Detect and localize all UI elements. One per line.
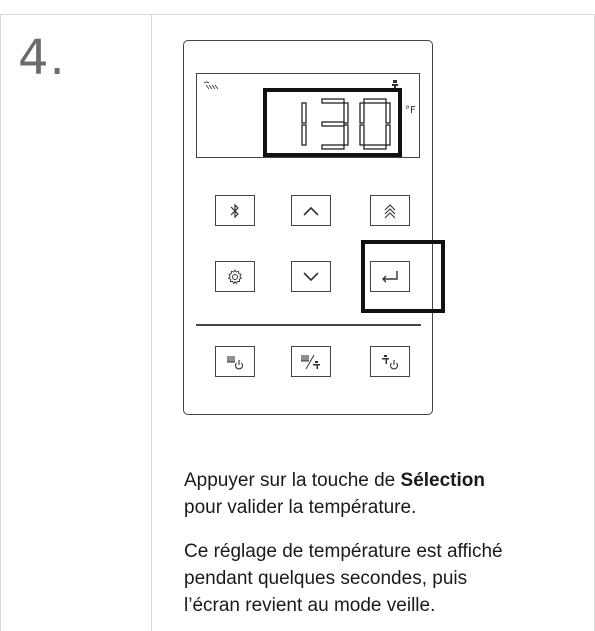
heater-power-icon	[227, 355, 244, 369]
digit-segment	[343, 124, 349, 146]
heater-power-key[interactable]	[215, 346, 255, 377]
chevron-up-icon	[303, 206, 319, 216]
selection-keyword: Sélection	[400, 470, 486, 491]
temperature-highlight	[263, 88, 402, 157]
digit-segment	[321, 144, 345, 150]
shower-power-icon	[382, 354, 399, 369]
digit-segment	[359, 102, 365, 124]
down-key[interactable]	[291, 261, 331, 292]
digit-segment	[359, 124, 365, 146]
shower-status-icon	[203, 81, 219, 90]
digit-segment	[301, 124, 307, 146]
frame-divider	[151, 14, 152, 631]
bluetooth-icon	[230, 203, 239, 218]
bluetooth-key[interactable]	[215, 195, 255, 226]
digit-segment	[321, 98, 345, 104]
digit-segment	[363, 98, 387, 104]
frame-left-border	[0, 14, 1, 631]
unit-label: °F	[405, 105, 416, 116]
up-key[interactable]	[291, 195, 331, 226]
select-key-highlight	[361, 240, 445, 313]
frame-top-border	[0, 14, 595, 15]
gear-icon	[227, 268, 243, 284]
display-screen	[196, 73, 420, 158]
note-line-3: l’écran revient au mode veille.	[184, 595, 436, 616]
digit-segment	[385, 124, 391, 146]
instruction-text: Appuyer sur la touche de Sélection	[184, 467, 589, 494]
chevron-down-icon	[303, 271, 319, 281]
digit-segment	[321, 121, 345, 127]
select-key[interactable]	[370, 261, 410, 292]
shower-power-key[interactable]	[370, 346, 410, 377]
digit-segment	[343, 102, 349, 124]
enter-icon	[382, 270, 398, 282]
boost-key[interactable]	[370, 195, 410, 226]
double-chevron-up-icon	[384, 203, 396, 218]
controller-panel: °F	[183, 40, 445, 415]
digit-segment	[301, 102, 307, 124]
keypad-separator	[196, 324, 421, 326]
digit-segment	[385, 102, 391, 124]
digit-segment	[363, 144, 387, 150]
step-number: 4.	[18, 30, 66, 86]
tap-status-icon	[392, 80, 398, 90]
note-line-1: Ce réglage de température est affiché	[184, 541, 503, 562]
instruction-line-2: pour valider la température.	[184, 497, 417, 518]
heater-shower-icon	[301, 354, 320, 369]
note-line-2: pendant quelques secondes, puis	[184, 568, 468, 589]
temperature-display	[301, 98, 391, 150]
instruction-prefix: Appuyer sur la touche de	[184, 470, 401, 491]
settings-key[interactable]	[215, 261, 255, 292]
heater-shower-key[interactable]	[291, 346, 331, 377]
